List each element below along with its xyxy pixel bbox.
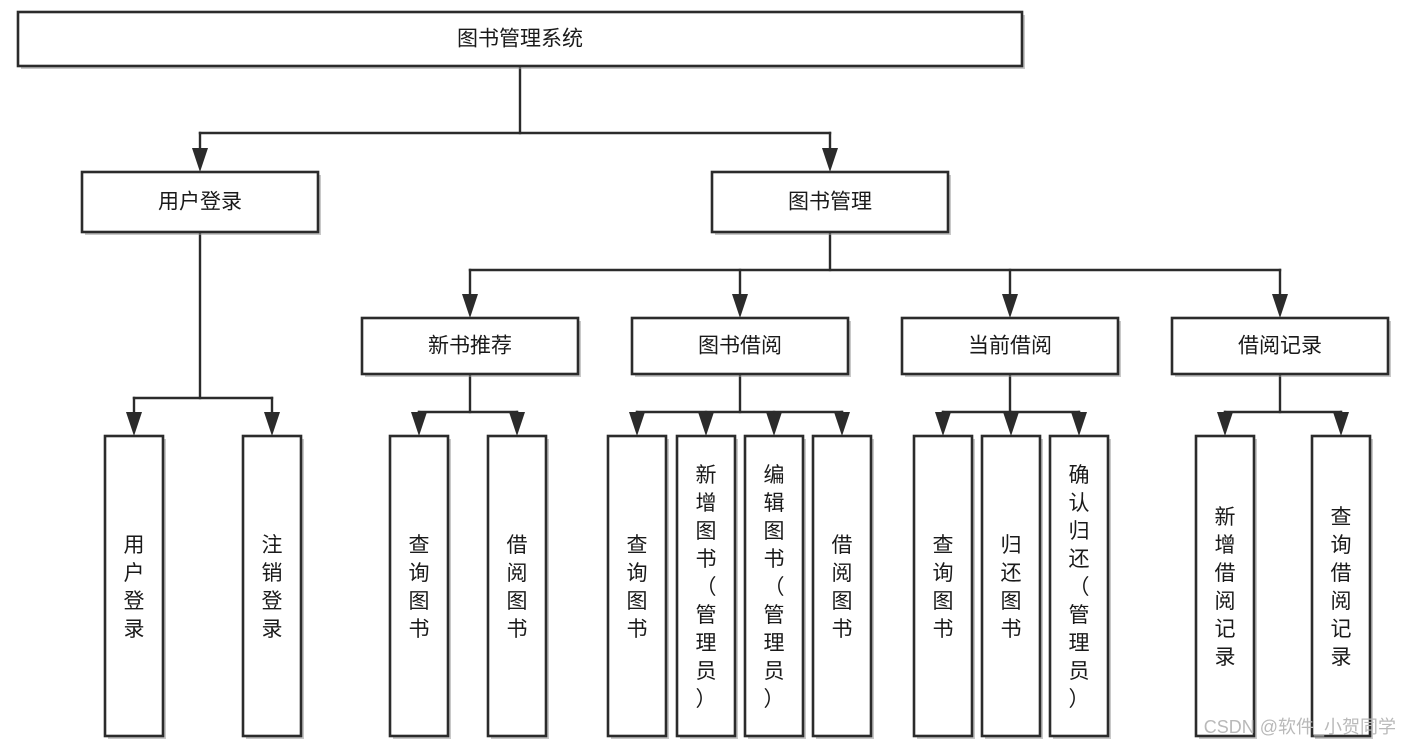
arrow-head-icon (822, 148, 838, 172)
node-rect[interactable] (811, 434, 873, 738)
node-label: 新增借阅记录 (1215, 506, 1236, 669)
node-label: 查询图书 (409, 534, 430, 641)
node-label: 编辑图书（管理员） (764, 464, 785, 711)
arrow-head-icon (1071, 412, 1087, 436)
node-label: 借阅图书 (832, 534, 853, 641)
node-leaf-logout[interactable]: 注销登录 (241, 434, 304, 739)
node-label: 查询借阅记录 (1331, 506, 1352, 669)
arrow-head-icon (126, 412, 142, 436)
node-label: 图书管理系统 (457, 28, 583, 51)
node-rect[interactable] (80, 170, 320, 234)
node-rect[interactable] (900, 316, 1120, 376)
node-rect[interactable] (743, 434, 805, 738)
node-layer: 图书管理系统用户登录图书管理新书推荐图书借阅当前借阅借阅记录用户登录注销登录查询… (16, 10, 1391, 739)
node-current-borrow[interactable]: 当前借阅 (900, 316, 1121, 377)
node-label: 图书借阅 (698, 335, 782, 358)
node-leaf-confirm-return[interactable]: 确认归还（管理员） (1048, 434, 1111, 739)
node-label: 借阅图书 (507, 534, 528, 641)
node-label: 查询图书 (627, 534, 648, 641)
node-label: 图书管理 (788, 191, 872, 214)
node-label: 新增图书（管理员） (696, 464, 717, 711)
node-leaf-user-login[interactable]: 用户登录 (103, 434, 166, 739)
node-leaf-add-record[interactable]: 新增借阅记录 (1194, 434, 1257, 739)
arrow-head-icon (1333, 412, 1349, 436)
node-rect[interactable] (675, 434, 737, 738)
node-leaf-query-book-current[interactable]: 查询图书 (912, 434, 975, 739)
node-rect[interactable] (980, 434, 1042, 738)
node-label: 归还图书 (1001, 534, 1022, 641)
node-label: 查询图书 (933, 534, 954, 641)
node-leaf-borrow-book-rec[interactable]: 借阅图书 (486, 434, 549, 739)
node-rect[interactable] (912, 434, 974, 738)
node-label: 用户登录 (158, 191, 242, 214)
node-new-book-recommend[interactable]: 新书推荐 (360, 316, 581, 377)
node-rect[interactable] (1194, 434, 1256, 738)
node-user-login[interactable]: 用户登录 (80, 170, 321, 235)
arrow-head-icon (509, 412, 525, 436)
node-rect[interactable] (1048, 434, 1110, 738)
node-leaf-edit-book[interactable]: 编辑图书（管理员） (743, 434, 806, 739)
arrow-head-icon (732, 294, 748, 318)
node-leaf-query-book-borrow[interactable]: 查询图书 (606, 434, 669, 739)
node-rect[interactable] (360, 316, 580, 376)
node-leaf-add-book[interactable]: 新增图书（管理员） (675, 434, 738, 739)
arrow-head-icon (935, 412, 951, 436)
node-leaf-return-book[interactable]: 归还图书 (980, 434, 1043, 739)
node-rect[interactable] (1170, 316, 1390, 376)
arrow-head-icon (766, 412, 782, 436)
arrow-head-icon (1217, 412, 1233, 436)
arrow-head-icon (411, 412, 427, 436)
connector-layer (126, 64, 1349, 436)
node-label: 确认归还（管理员） (1069, 464, 1090, 711)
node-book-borrow[interactable]: 图书借阅 (630, 316, 851, 377)
node-rect[interactable] (486, 434, 548, 738)
node-rect[interactable] (241, 434, 303, 738)
node-label: 借阅记录 (1238, 335, 1322, 358)
node-rect[interactable] (630, 316, 850, 376)
arrow-head-icon (264, 412, 280, 436)
node-label: 注销登录 (262, 534, 283, 641)
node-label: 新书推荐 (428, 335, 512, 358)
node-label: 用户登录 (124, 534, 145, 641)
node-rect[interactable] (103, 434, 165, 738)
node-rect[interactable] (16, 10, 1024, 68)
node-leaf-query-record[interactable]: 查询借阅记录 (1310, 434, 1373, 739)
arrow-head-icon (1003, 412, 1019, 436)
arrow-head-icon (629, 412, 645, 436)
node-rect[interactable] (710, 170, 950, 234)
arrow-head-icon (1272, 294, 1288, 318)
node-rect[interactable] (1310, 434, 1372, 738)
arrow-head-icon (192, 148, 208, 172)
node-rect[interactable] (388, 434, 450, 738)
node-leaf-borrow-book[interactable]: 借阅图书 (811, 434, 874, 739)
node-rect[interactable] (606, 434, 668, 738)
node-label: 当前借阅 (968, 335, 1052, 358)
arrow-head-icon (834, 412, 850, 436)
node-root-root[interactable]: 图书管理系统 (16, 10, 1025, 69)
arrow-head-icon (462, 294, 478, 318)
csdn-watermark: CSDN @软件_小贺同学 (1204, 717, 1396, 738)
node-borrow-records[interactable]: 借阅记录 (1170, 316, 1391, 377)
arrow-head-icon (1002, 294, 1018, 318)
arrow-head-icon (698, 412, 714, 436)
node-leaf-query-book-rec[interactable]: 查询图书 (388, 434, 451, 739)
node-book-management[interactable]: 图书管理 (710, 170, 951, 235)
